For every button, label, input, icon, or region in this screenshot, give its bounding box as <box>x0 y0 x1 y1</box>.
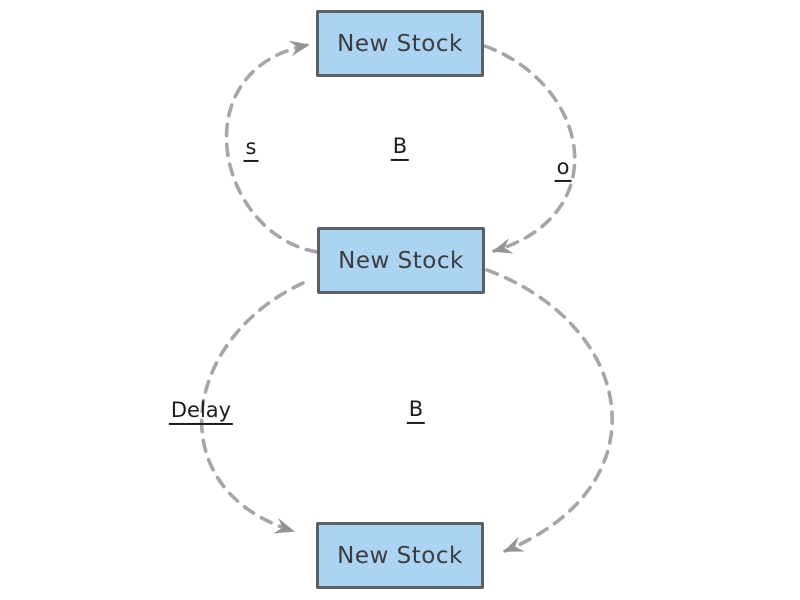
edge-bottom-loop-right <box>485 268 614 553</box>
loop-label-b-bottom: B <box>406 397 426 425</box>
node-new-stock-bottom[interactable]: New Stock <box>316 522 484 589</box>
delay-label: Delay <box>168 398 234 426</box>
edge-top-loop-right <box>483 44 577 254</box>
link-polarity-label-o: o <box>554 155 572 183</box>
node-label: New Stock <box>338 247 464 274</box>
node-new-stock-top[interactable]: New Stock <box>316 10 484 77</box>
node-new-stock-middle[interactable]: New Stock <box>317 227 485 294</box>
node-label: New Stock <box>337 30 463 57</box>
link-polarity-label-s: s <box>243 135 259 163</box>
edge-top-loop-left <box>224 40 319 254</box>
node-label: New Stock <box>337 542 463 569</box>
loop-label-b-top: B <box>390 134 410 162</box>
edge-bottom-loop-left <box>199 281 305 534</box>
